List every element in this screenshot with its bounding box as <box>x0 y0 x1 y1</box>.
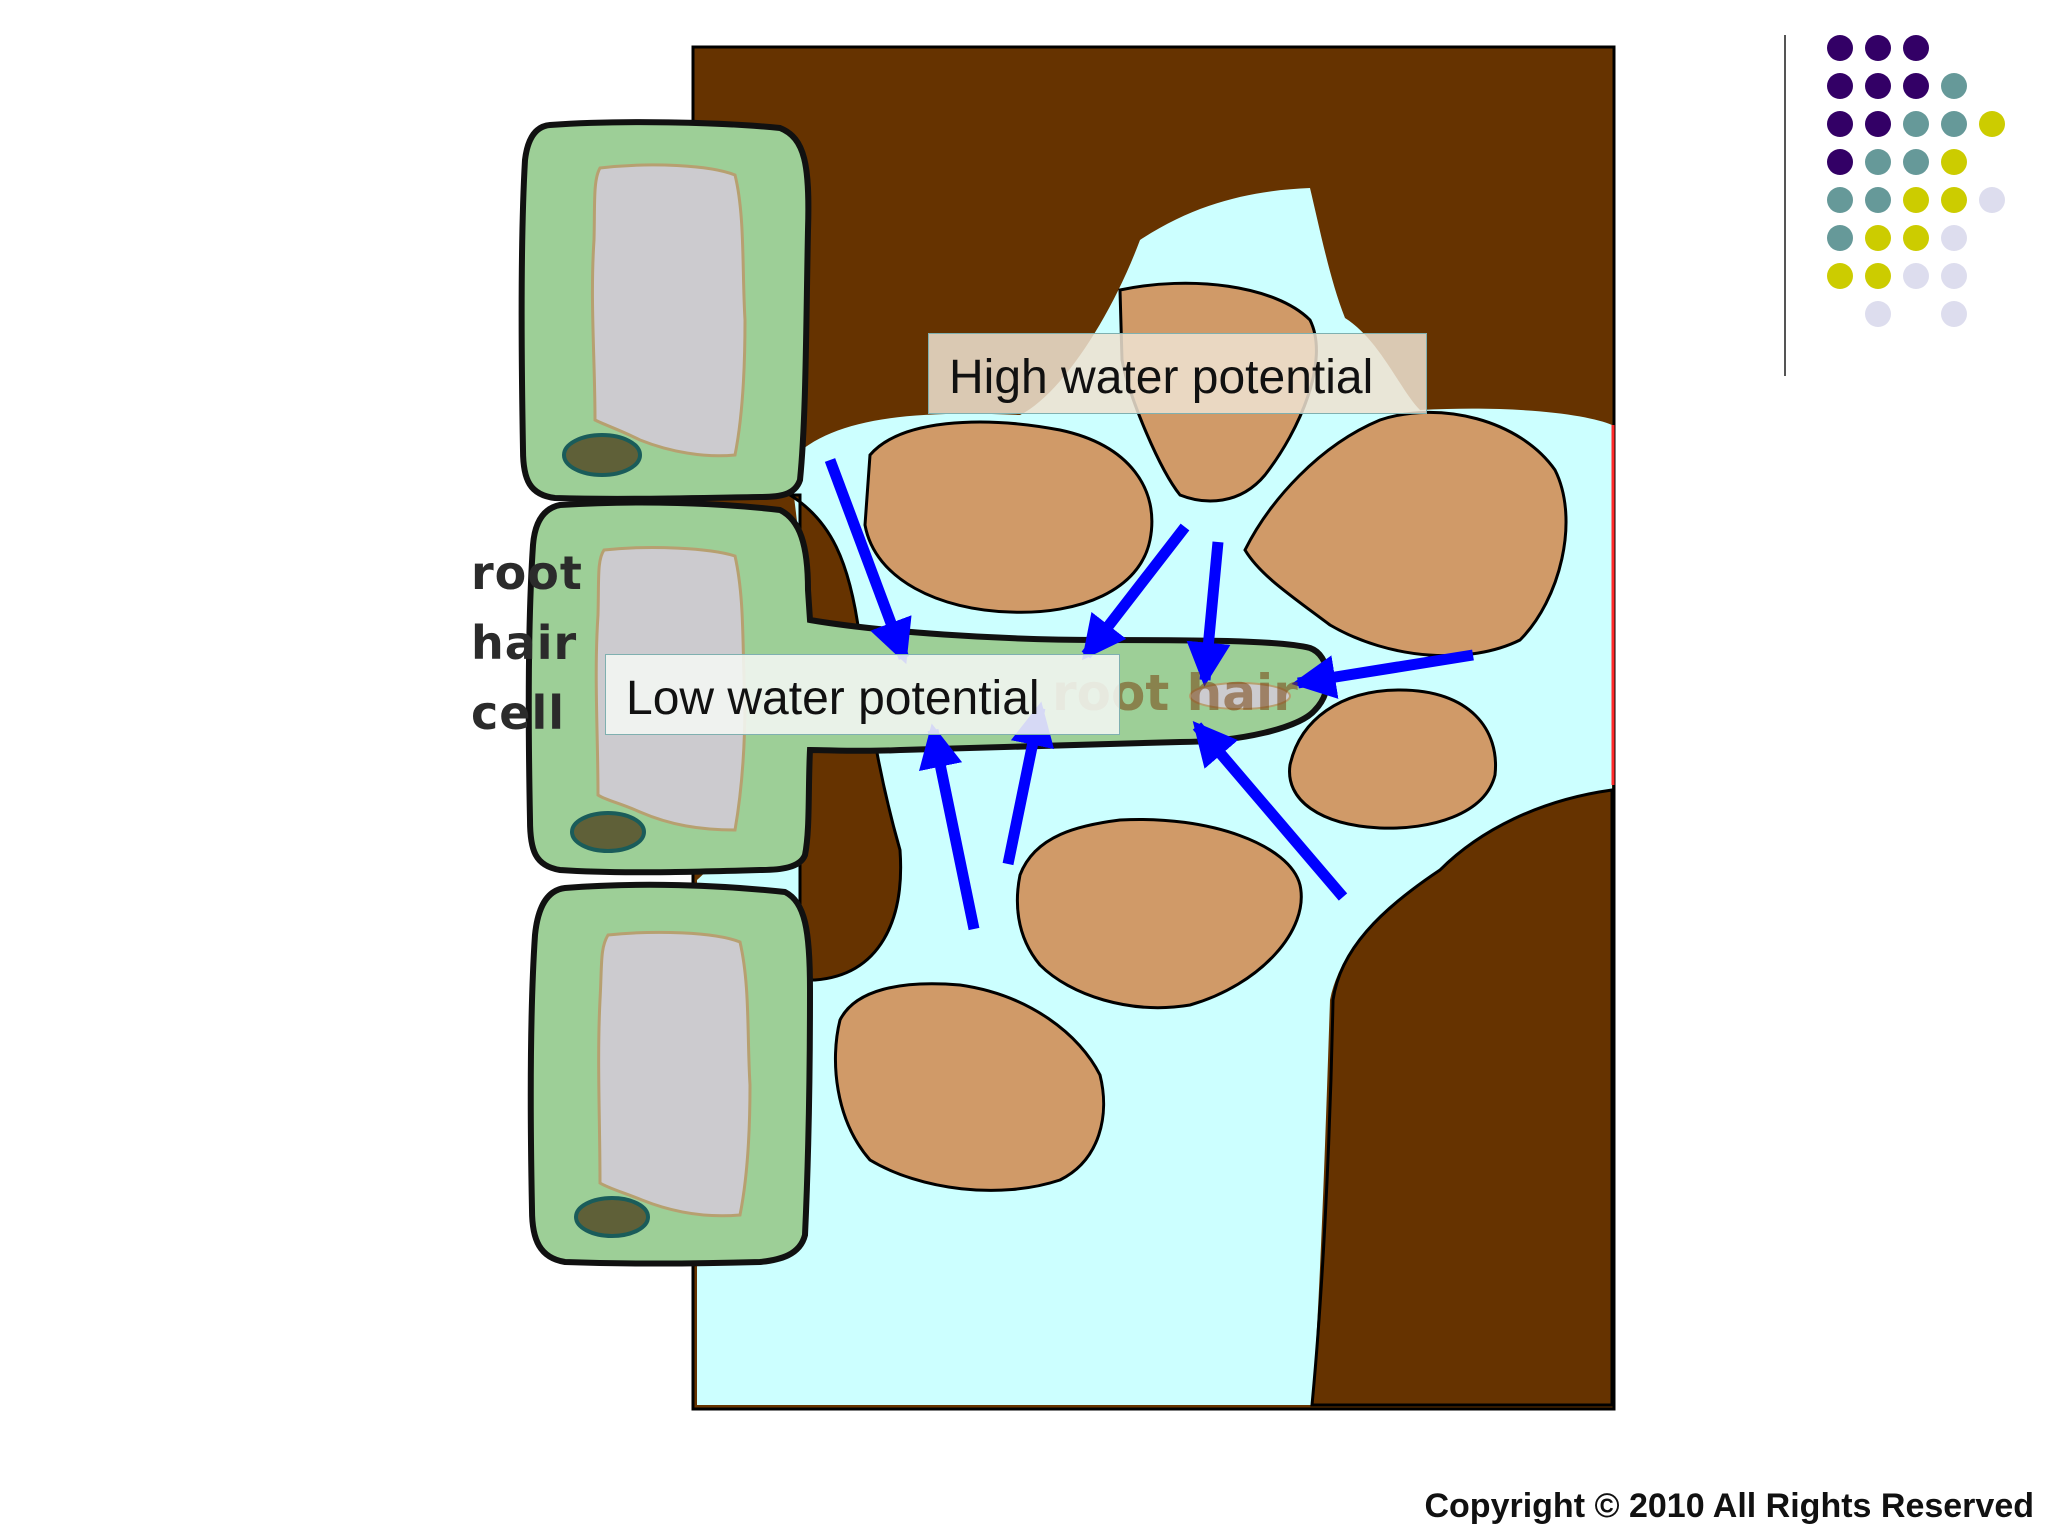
decorative-dot <box>1865 301 1891 327</box>
decorative-dot <box>1941 301 1967 327</box>
decorative-dot <box>1827 73 1853 99</box>
cell-label-line: hair <box>471 616 578 670</box>
arrow <box>824 458 912 665</box>
nucleus <box>570 811 646 853</box>
nucleus <box>574 1196 650 1238</box>
decorative-dot <box>1827 149 1853 175</box>
cell-label-line: root <box>471 546 583 600</box>
arrow <box>1291 649 1474 699</box>
arrow <box>1192 720 1348 901</box>
decorative-dot <box>1865 187 1891 213</box>
decorative-dot <box>1865 111 1891 137</box>
vacuole <box>597 930 752 1218</box>
decorative-dot <box>1903 225 1929 251</box>
arrow <box>1186 541 1231 687</box>
nucleus <box>562 433 642 477</box>
copyright-footer: Copyright © 2010 All Rights Reserved <box>1424 1487 2034 1525</box>
soil-particle <box>1015 817 1303 1010</box>
water-movement-arrows <box>824 458 1474 931</box>
decorative-dot <box>1865 263 1891 289</box>
decorative-dot <box>1903 263 1929 289</box>
high-water-potential-label: High water potential <box>928 333 1427 414</box>
root-cells <box>518 119 1331 1267</box>
hair-vacuole <box>1189 682 1291 710</box>
decorative-dot <box>1941 263 1967 289</box>
decorative-dot <box>1865 225 1891 251</box>
soil-lump-right <box>1310 788 1614 1407</box>
decorative-dot <box>1865 149 1891 175</box>
decorative-dot <box>1827 225 1853 251</box>
vacuole <box>590 163 747 458</box>
decorative-dot <box>1903 73 1929 99</box>
cell-top <box>518 119 812 502</box>
decorative-dot <box>1941 73 1967 99</box>
decorative-dot <box>1941 187 1967 213</box>
arrow <box>918 723 980 931</box>
decorative-dot <box>1827 111 1853 137</box>
decorative-dot <box>1865 35 1891 61</box>
decorative-dot <box>1827 187 1853 213</box>
decorative-dot <box>1903 149 1929 175</box>
low-water-potential-label: Low water potential <box>605 654 1120 735</box>
decorative-dot <box>1827 263 1853 289</box>
decorative-dot <box>1865 73 1891 99</box>
cell-bottom <box>527 881 814 1267</box>
soil-particle <box>1288 688 1498 830</box>
decorative-dot <box>1941 225 1967 251</box>
cell-label-line: cell <box>471 686 566 740</box>
decorative-dot <box>1941 149 1967 175</box>
decorative-dot <box>1941 111 1967 137</box>
soil-particle <box>833 982 1106 1192</box>
decorative-dot <box>1903 111 1929 137</box>
decorative-dot <box>1903 35 1929 61</box>
soil-particle <box>1243 410 1568 658</box>
soil-particle <box>863 420 1154 614</box>
decorative-dot-grid <box>1827 35 2005 327</box>
decorative-dot <box>1827 35 1853 61</box>
decorative-dot <box>1979 187 2005 213</box>
decorative-dot <box>1903 187 1929 213</box>
decorative-dot <box>1979 111 2005 137</box>
arrow <box>1081 523 1190 661</box>
